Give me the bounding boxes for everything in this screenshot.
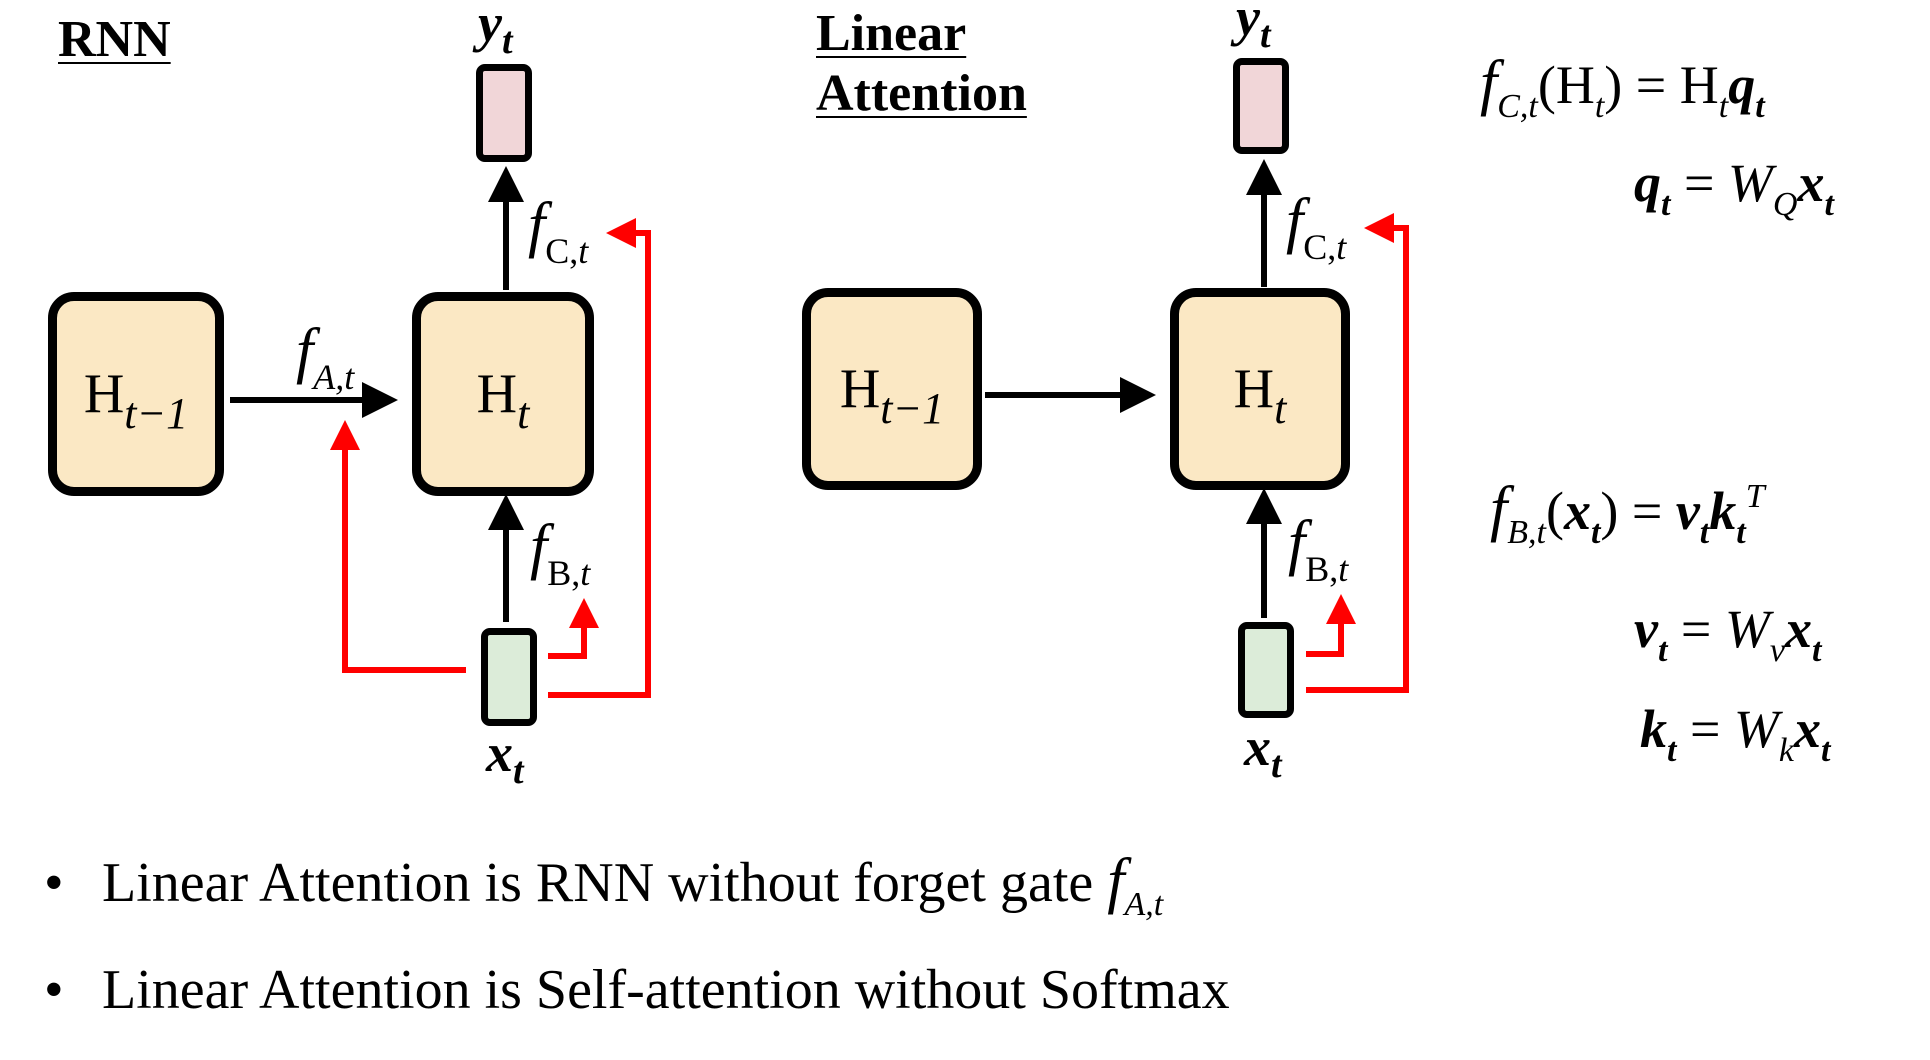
bullet-2: • Linear Attention is Self-attention with… bbox=[44, 958, 1230, 1022]
rnn-h-prev-label: Ht−1 bbox=[83, 363, 189, 438]
linear-red-arrow-fC bbox=[1306, 213, 1409, 693]
linear-y-box bbox=[1233, 58, 1289, 154]
linear-h-label: Ht bbox=[1233, 358, 1287, 433]
equation-fB: fB,t(xt) = vtktT bbox=[1490, 475, 1765, 551]
linear-h-prev-box: Ht−1 bbox=[802, 288, 982, 490]
bullet-dot: • bbox=[44, 959, 64, 1021]
equation-q: qt = WQxt bbox=[1634, 153, 1834, 223]
bullet-2-text: Linear Attention is Self-attention witho… bbox=[102, 959, 1230, 1021]
rnn-h-prev-box: Ht−1 bbox=[48, 292, 224, 496]
linear-fB-label: fB,t bbox=[1288, 509, 1349, 589]
linear-x-label: xt bbox=[1244, 717, 1282, 786]
rnn-fB-label: fB,t bbox=[530, 513, 591, 593]
rnn-red-arrow-fC bbox=[548, 218, 651, 698]
bullet-dot: • bbox=[44, 852, 64, 914]
linear-y-label: yt bbox=[1236, 0, 1271, 56]
rnn-title: RNN bbox=[58, 11, 171, 68]
linear-title-line1: Linear bbox=[816, 5, 967, 62]
rnn-fC-label: fC,t bbox=[528, 191, 589, 271]
linear-h-box: Ht bbox=[1170, 288, 1350, 490]
linear-red-arrow-fB bbox=[1306, 594, 1356, 657]
equation-fC: fC,t(Ht) = Htqt bbox=[1480, 49, 1765, 125]
bullet-1-text: Linear Attention is RNN without forget g… bbox=[102, 852, 1108, 914]
rnn-red-arrow-fA bbox=[330, 420, 466, 673]
bullet-1-sub: A,t bbox=[1124, 886, 1164, 923]
linear-h-prev-label: Ht−1 bbox=[839, 358, 945, 433]
rnn-x-label: xt bbox=[486, 723, 524, 792]
rnn-x-box bbox=[481, 628, 537, 726]
linear-title-line2: Attention bbox=[816, 64, 1027, 122]
linear-title: Linear Attention bbox=[816, 4, 1027, 124]
rnn-fA-label: fA,t bbox=[296, 317, 355, 397]
rnn-h-box: Ht bbox=[412, 292, 594, 496]
bullet-1: • Linear Attention is RNN without forget … bbox=[44, 846, 1163, 924]
linear-x-box bbox=[1238, 622, 1294, 718]
rnn-y-box bbox=[476, 64, 532, 162]
rnn-y-label: yt bbox=[478, 0, 513, 62]
bullet-1-f: f bbox=[1107, 847, 1125, 915]
rnn-red-arrow-fB bbox=[548, 598, 599, 659]
linear-fC-label: fC,t bbox=[1286, 187, 1347, 267]
equation-k: kt = Wkxt bbox=[1640, 699, 1831, 769]
rnn-h-label: Ht bbox=[476, 363, 530, 438]
equation-v: vt = Wvxt bbox=[1634, 599, 1822, 669]
